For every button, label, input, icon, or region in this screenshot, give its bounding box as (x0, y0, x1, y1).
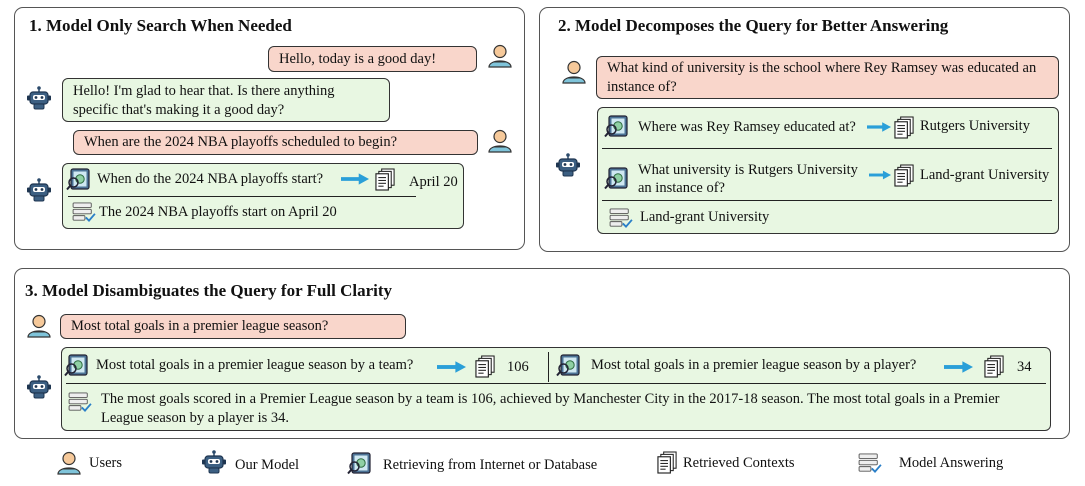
arrow-icon (867, 121, 891, 133)
arrow-icon (944, 361, 973, 373)
document-icon (375, 168, 396, 191)
sub-query: Most total goals in a premier league sea… (591, 357, 917, 373)
retrieved-context: 106 (507, 359, 529, 375)
panel-title: 2. Model Decomposes the Query for Better… (558, 16, 949, 35)
document-icon (894, 116, 915, 139)
answer-icon (68, 392, 92, 412)
final-answer: The most goals scored in a Premier Leagu… (101, 391, 1000, 426)
retrieval-box (597, 107, 1059, 234)
user-icon (26, 314, 52, 338)
retrieved-context: Rutgers University (920, 118, 1030, 134)
arrow-icon (869, 169, 891, 181)
divider (602, 148, 1052, 149)
divider (68, 196, 416, 197)
document-icon (657, 451, 678, 474)
final-answer: The 2024 NBA playoffs start on April 20 (99, 204, 337, 220)
sub-query: Most total goals in a premier league sea… (96, 357, 414, 373)
panel-title: 3. Model Disambiguates the Query for Ful… (25, 281, 393, 300)
robot-icon (26, 375, 52, 399)
search-icon (604, 114, 630, 138)
sub-query: Where was Rey Ramsey educated at? (638, 119, 856, 135)
arrow-icon (437, 361, 466, 373)
sub-query: What university is Rutgers University (638, 162, 858, 178)
robot-icon (26, 86, 52, 110)
legend-contexts: Retrieved Contexts (683, 455, 795, 471)
robot-icon (26, 178, 52, 202)
document-icon (984, 355, 1005, 378)
answer-icon (609, 208, 633, 228)
search-icon (66, 167, 92, 191)
user-icon (487, 44, 513, 68)
bot-message: Hello! I'm glad to hear that. Is there a… (62, 78, 390, 122)
robot-icon (555, 153, 581, 177)
search-icon (347, 451, 373, 475)
answer-icon (72, 202, 96, 222)
user-message: What kind of university is the school wh… (596, 56, 1059, 99)
legend-users: Users (89, 455, 123, 471)
sub-query-cont: an instance of? (638, 180, 725, 196)
legend-answering: Model Answering (899, 455, 1004, 471)
divider (602, 200, 1052, 201)
document-icon (475, 355, 496, 378)
search-icon (64, 353, 90, 377)
user-message: When are the 2024 NBA playoffs scheduled… (73, 130, 478, 155)
divider (66, 383, 1046, 384)
legend-retrieving: Retrieving from Internet or Database (383, 457, 598, 473)
retrieved-context: April 20 (409, 174, 458, 190)
user-icon (487, 129, 513, 153)
robot-icon (201, 450, 227, 474)
panel-title: 1. Model Only Search When Needed (29, 16, 292, 35)
user-message: Hello, today is a good day! (268, 46, 477, 72)
divider (548, 352, 549, 382)
retrieval-box (61, 347, 1051, 431)
final-answer: Land-grant University (640, 209, 770, 225)
search-icon (556, 353, 582, 377)
sub-query: When do the 2024 NBA playoffs start? (97, 171, 324, 187)
legend-model: Our Model (235, 457, 300, 473)
user-message: Most total goals in a premier league sea… (60, 314, 406, 339)
search-icon (604, 166, 630, 190)
document-icon (894, 164, 915, 187)
retrieved-context: Land-grant University (920, 167, 1050, 183)
retrieved-context: 34 (1017, 359, 1032, 375)
user-icon (56, 451, 82, 475)
user-icon (561, 60, 587, 84)
answer-icon (858, 453, 882, 473)
arrow-icon (341, 173, 369, 185)
